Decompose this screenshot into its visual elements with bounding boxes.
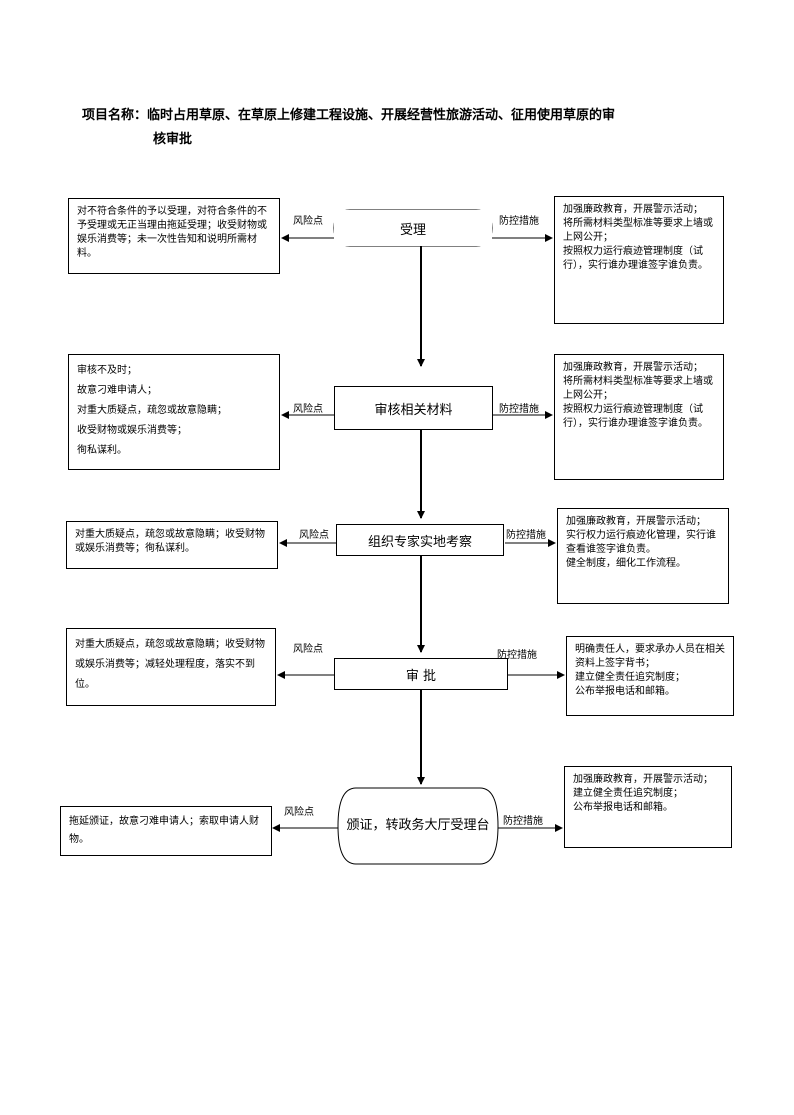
- risk-item: 徇私谋利。: [77, 445, 127, 456]
- control-box-4: 明确责任人，要求承办人员在相关资料上签字背书； 建立健全责任追究制度； 公布举报…: [566, 636, 734, 716]
- risk-item: 对重大质疑点，疏忽或故意隐瞒；: [77, 405, 227, 416]
- project-title-line1: 项目名称：临时占用草原、在草原上修建工程设施、开展经营性旅游活动、征用使用草原的…: [82, 108, 616, 123]
- risk-box-1: 对不符合条件的予以受理，对符合条件的不予受理或无正当理由拖延受理；收受财物或娱乐…: [68, 198, 280, 274]
- risk-label-5: 风险点: [284, 807, 314, 818]
- risk-label-2: 风险点: [293, 404, 323, 415]
- control-item: 加强廉政教育，开展警示活动；: [563, 204, 703, 215]
- control-item: 健全制度，细化工作流程。: [566, 558, 686, 569]
- step-accept: 受理: [334, 210, 492, 246]
- control-item: 建立健全责任追究制度；: [575, 672, 685, 683]
- step-expert-inspection: 组织专家实地考察: [336, 524, 504, 556]
- control-item: 加强廉政教育，开展警示活动；: [573, 774, 713, 785]
- control-label-4: 防控措施: [497, 650, 537, 661]
- control-label-1: 防控措施: [499, 216, 539, 227]
- risk-box-2: 审核不及时； 故意刁难申请人； 对重大质疑点，疏忽或故意隐瞒； 收受财物或娱乐消…: [68, 354, 280, 470]
- risk-item: 对重大质疑点，疏忽或故意隐瞒；收受财物或娱乐消费等；徇私谋利。: [75, 529, 265, 554]
- control-label-3: 防控措施: [506, 530, 546, 541]
- risk-item: 对重大质疑点，疏忽或故意隐瞒；收受财物或娱乐消费等；减轻处理程度，落实不到位。: [75, 639, 265, 690]
- control-item: 按照权力运行痕迹管理制度（试行），实行谁办理谁签字谁负责。: [563, 404, 708, 429]
- risk-item: 故意刁难申请人；: [77, 385, 157, 396]
- project-title: 项目名称：临时占用草原、在草原上修建工程设施、开展经营性旅游活动、征用使用草原的…: [82, 104, 682, 152]
- control-box-1: 加强廉政教育，开展警示活动； 将所需材料类型标准等要求上墙或上网公开； 按照权力…: [554, 196, 724, 324]
- risk-box-4: 对重大质疑点，疏忽或故意隐瞒；收受财物或娱乐消费等；减轻处理程度，落实不到位。: [66, 628, 276, 706]
- control-label-2: 防控措施: [499, 404, 539, 415]
- risk-item: 对不符合条件的予以受理，对符合条件的不予受理或无正当理由拖延受理；收受财物或娱乐…: [77, 206, 267, 259]
- control-item: 公布举报电话和邮箱。: [573, 802, 673, 813]
- risk-item: 拖延颁证，故意刁难申请人；索取申请人财物。: [69, 816, 259, 845]
- control-item: 实行权力运行痕迹化管理，实行谁查看谁签字谁负责。: [566, 530, 716, 555]
- control-item: 加强廉政教育，开展警示活动；: [566, 516, 706, 527]
- risk-box-5: 拖延颁证，故意刁难申请人；索取申请人财物。: [60, 806, 272, 856]
- risk-label-3: 风险点: [299, 530, 329, 541]
- control-box-2: 加强廉政教育，开展警示活动； 将所需材料类型标准等要求上墙或上网公开； 按照权力…: [554, 354, 724, 480]
- control-box-3: 加强廉政教育，开展警示活动； 实行权力运行痕迹化管理，实行谁查看谁签字谁负责。 …: [557, 508, 729, 604]
- control-item: 加强廉政教育，开展警示活动；: [563, 362, 703, 373]
- control-item: 公布举报电话和邮箱。: [575, 686, 675, 697]
- step-review-materials: 审核相关材料: [334, 386, 493, 430]
- control-item: 按照权力运行痕迹管理制度（试行），实行谁办理谁签字谁负责。: [563, 246, 708, 271]
- risk-label-4: 风险点: [293, 644, 323, 655]
- control-item: 将所需材料类型标准等要求上墙或上网公开；: [563, 218, 713, 243]
- step-approval: 审 批: [334, 658, 508, 690]
- project-title-line2: 核审批: [153, 132, 193, 147]
- step-issue-certificate: 颁证，转政务大厅受理台: [346, 796, 490, 856]
- risk-label-1: 风险点: [293, 216, 323, 227]
- risk-item: 收受财物或娱乐消费等；: [77, 425, 187, 436]
- control-item: 明确责任人，要求承办人员在相关资料上签字背书；: [575, 644, 725, 669]
- control-item: 建立健全责任追究制度；: [573, 788, 683, 799]
- control-item: 将所需材料类型标准等要求上墙或上网公开；: [563, 376, 713, 401]
- control-box-5: 加强廉政教育，开展警示活动； 建立健全责任追究制度； 公布举报电话和邮箱。: [564, 766, 732, 848]
- risk-item: 审核不及时；: [77, 365, 137, 376]
- control-label-5: 防控措施: [503, 816, 543, 827]
- risk-box-3: 对重大质疑点，疏忽或故意隐瞒；收受财物或娱乐消费等；徇私谋利。: [66, 521, 278, 569]
